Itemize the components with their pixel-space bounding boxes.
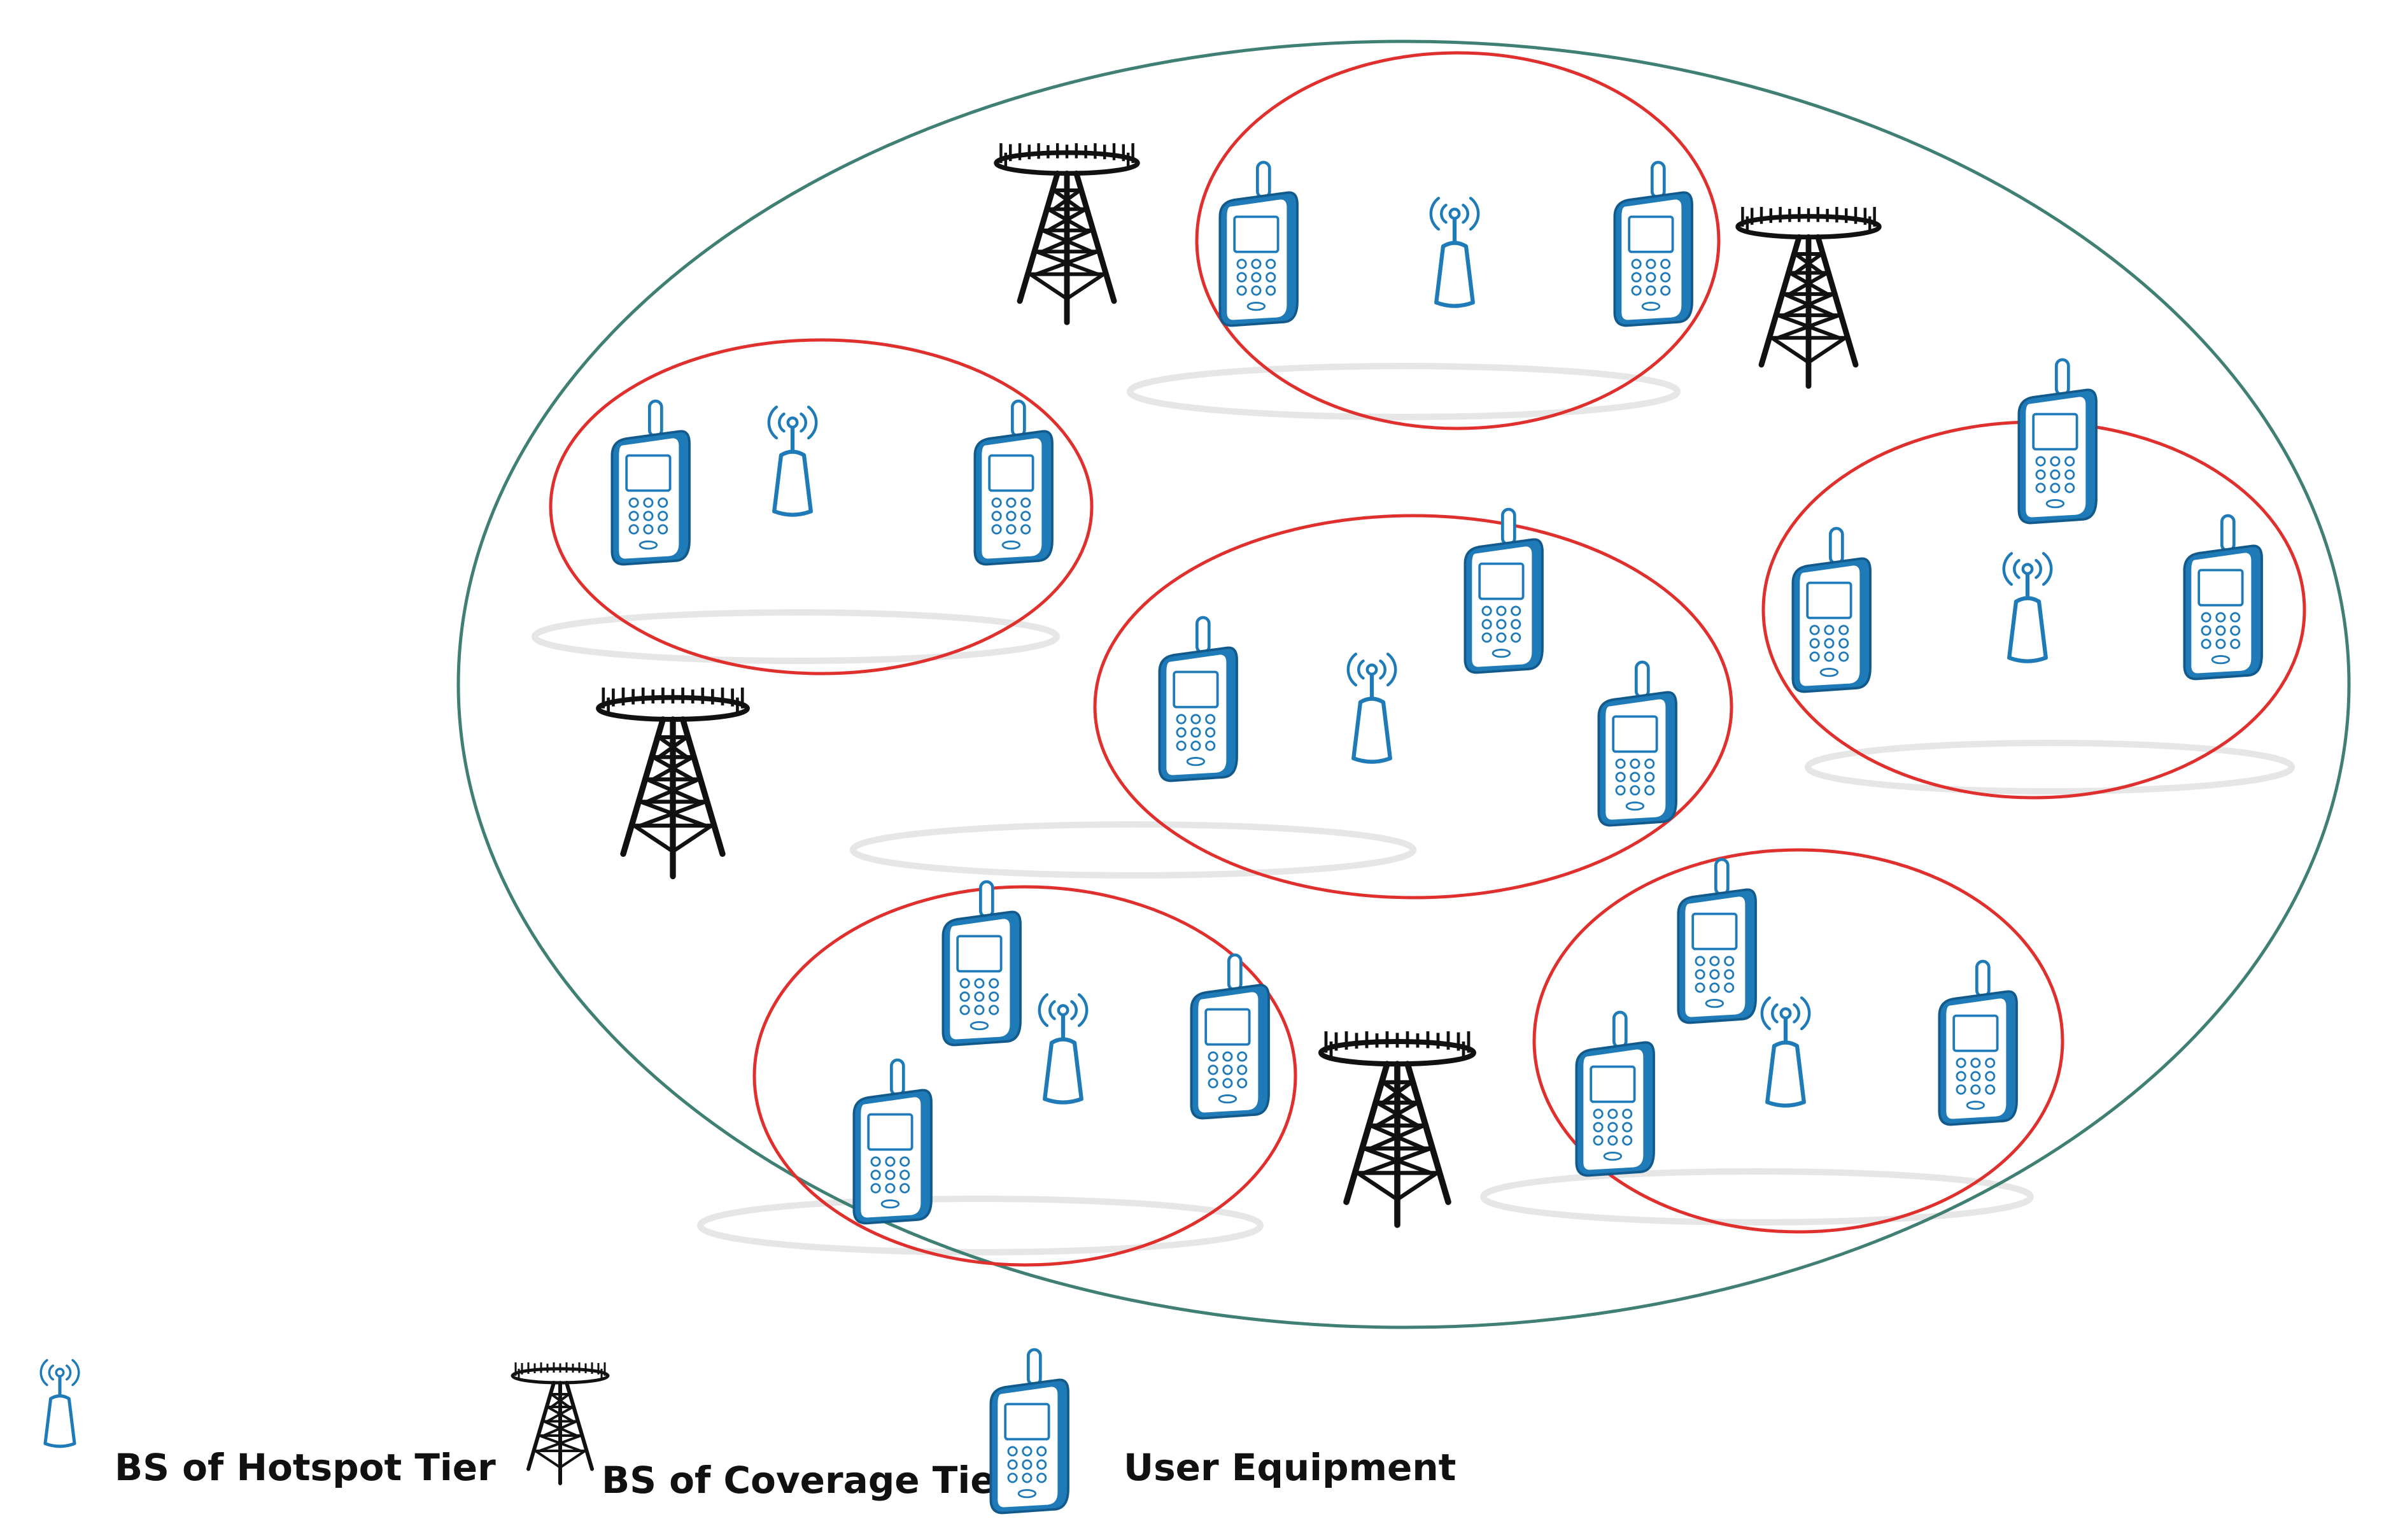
ground-shadows — [532, 363, 2295, 1255]
mobile-phone-icon — [1576, 1012, 1654, 1176]
hotspot-cell-boundary — [549, 338, 1094, 675]
lattice-tower-icon — [512, 1362, 608, 1483]
hotspot-cell-boundary — [752, 885, 1297, 1267]
hotspot-cells — [549, 51, 2306, 1267]
mobile-phone-icon — [975, 401, 1052, 565]
hotspot-antenna-icon — [769, 407, 816, 514]
hotspot-antenna-icon — [1431, 198, 1478, 306]
mobile-phone-icon — [612, 401, 689, 565]
hotspot-antenna-icon — [1040, 994, 1087, 1102]
hotspot-cell-boundary — [1195, 51, 1721, 430]
legend: BS of Hotspot Tier BS of Coverage Tier U… — [41, 1350, 1456, 1513]
legend-label-hotspot-bs: BS of Hotspot Tier — [115, 1446, 496, 1489]
mobile-phone-icon — [854, 1060, 931, 1224]
mobile-phone-icon — [1220, 162, 1297, 326]
lattice-tower-icon — [996, 143, 1138, 322]
legend-label-user-equipment: User Equipment — [1124, 1446, 1456, 1489]
mobile-phone-icon — [991, 1350, 1068, 1513]
mobile-phone-icon — [1465, 509, 1542, 673]
mobile-phone-icon — [1614, 162, 1692, 326]
lattice-tower-icon — [598, 688, 747, 876]
hotspot-antenna-icon — [2004, 553, 2051, 661]
lattice-tower-icon — [1738, 207, 1879, 386]
mobile-phone-icon — [1939, 961, 2017, 1125]
hotspot-cell-boundary — [1532, 848, 2064, 1234]
mobile-phone-icon — [2019, 360, 2096, 523]
hotspot-cell-boundary — [1093, 514, 1733, 900]
mobile-phone-icon — [1159, 618, 1237, 781]
mobile-phone-icon — [1598, 662, 1676, 826]
mobile-phone-icon — [1678, 859, 1756, 1023]
legend-label-coverage-bs: BS of Coverage Tier — [602, 1459, 1014, 1502]
hotspot-antenna-icon — [41, 1360, 79, 1446]
mobile-phone-icon — [943, 882, 1020, 1045]
lattice-tower-icon — [1321, 1031, 1474, 1225]
mobile-phone-icon — [2184, 516, 2262, 679]
mobile-phone-icon — [1793, 528, 1870, 692]
hotspot-antenna-icon — [1348, 654, 1395, 761]
coverage-cell-boundary — [456, 39, 2351, 1329]
hotspot-antenna-icon — [1762, 998, 1809, 1105]
